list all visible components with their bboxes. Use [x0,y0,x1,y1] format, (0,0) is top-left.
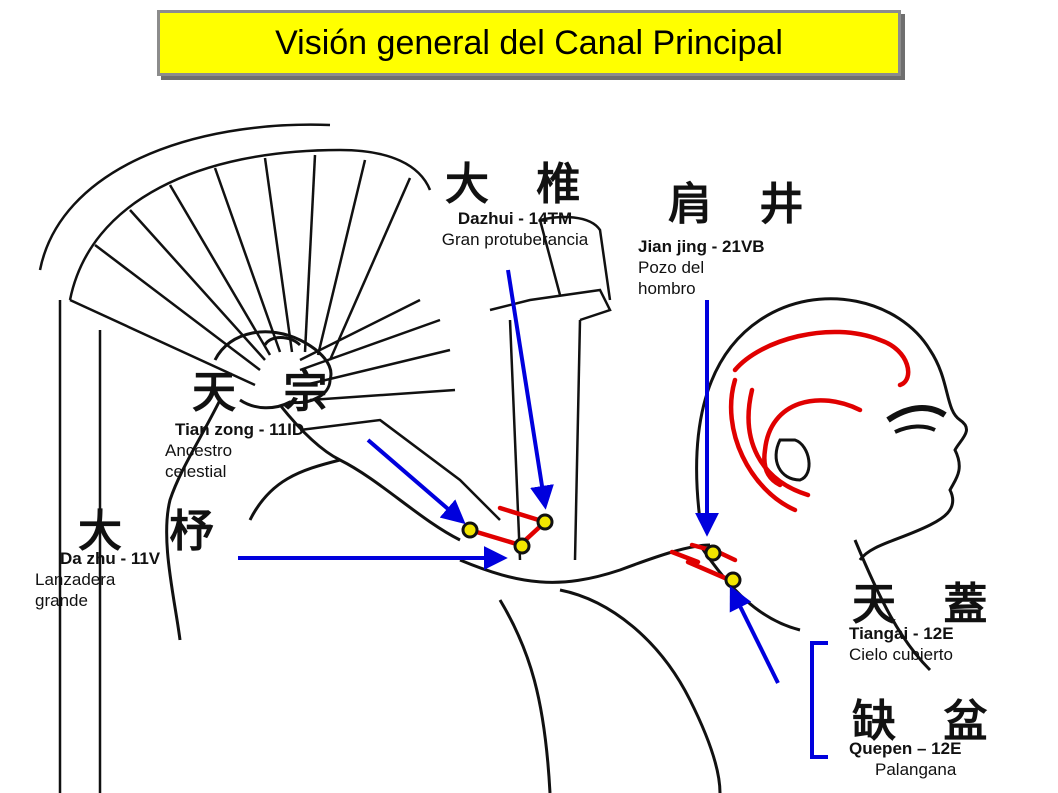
fan-drawing [38,123,456,402]
point-desc: Pozo del hombro [638,258,705,298]
point-desc: Palangana [875,760,957,779]
hanzi-quepen: 缺 盆 [852,696,1004,747]
hanzi-dazhu: 大 杼 [78,506,230,557]
bracket-tiangai-quepen [810,641,828,759]
acupoint-markers [461,513,742,589]
label-quepen: Quepen – 12E Palangana [849,738,961,780]
arm-drawing [165,330,461,641]
channel-path [467,329,911,581]
point-name: Dazhui - 14TM [457,209,573,228]
pointer-arrows [238,269,828,759]
hanzi-tianzong: 天 宗 [192,367,344,418]
point-desc: Lanzadera grande [35,570,116,610]
point-name: Quepen – 12E [849,739,962,758]
page-title: Visión general del Canal Principal [275,23,783,62]
arrow-tianzong [366,438,466,525]
chair-drawing [58,215,612,793]
hanzi-jianjing: 肩 井 [668,179,820,230]
label-jianjing: Jian jing - 21VB Pozo del hombro [638,236,765,299]
point-desc: Ancestro celestial [165,441,233,481]
point-name: Tiangai - 12E [849,624,954,643]
title-banner: Visión general del Canal Principal [157,10,901,76]
label-tianzong: Tian zong - 11ID Ancestro celestial [165,419,305,482]
arrow-dazhui [506,269,554,510]
hanzi-dazhui: 大 椎 [445,159,597,210]
label-tiangai: Tiangai - 12E Cielo cubierto [849,623,954,665]
point-name: Jian jing - 21VB [638,237,765,256]
hanzi-tiangai: 天 蓋 [852,579,1004,630]
point-desc: Gran protuberancia [441,230,589,249]
arrow-tiangai [729,585,780,684]
point-desc: Cielo cubierto [849,645,953,664]
label-dazhu: Da zhu - 11V Lanzadera grande [35,548,161,611]
point-name: Da zhu - 11V [60,549,161,568]
point-name: Tian zong - 11ID [175,420,305,439]
label-dazhui: Dazhui - 14TM Gran protuberancia [430,208,600,250]
